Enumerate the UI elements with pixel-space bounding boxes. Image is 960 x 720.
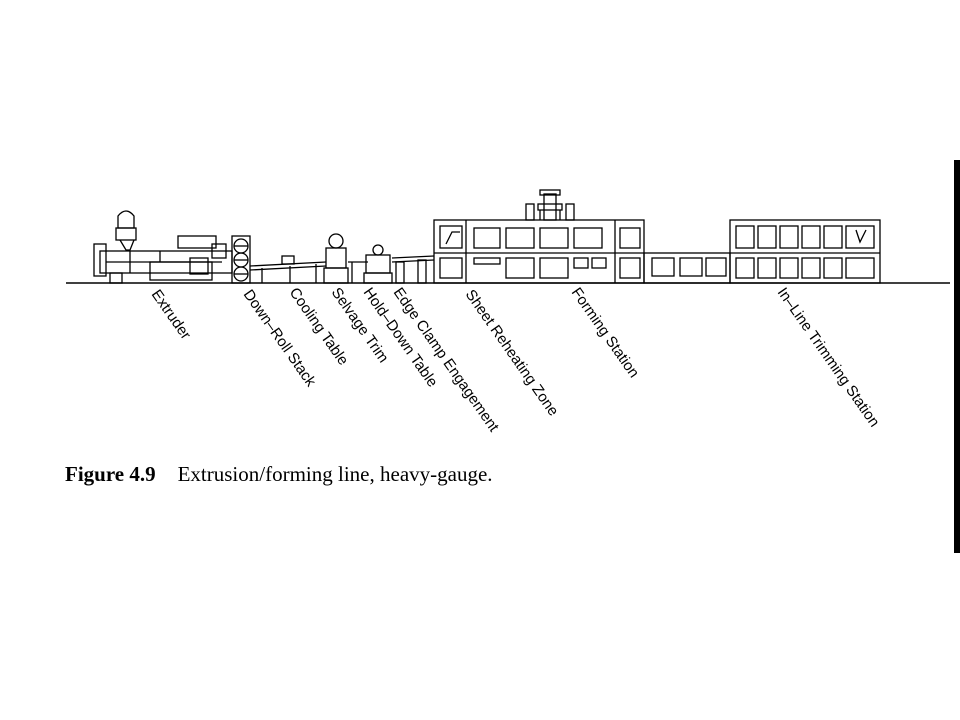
- label-forming-station: Forming Station: [568, 285, 643, 381]
- figure-caption: Figure 4.9 Extrusion/forming line, heavy-…: [65, 462, 493, 487]
- down-roll-stack-machine: [231, 235, 251, 284]
- extruder-machine: [93, 210, 233, 284]
- right-edge-bar: [954, 160, 960, 553]
- reheating-forming-housing: [433, 189, 645, 284]
- figure-caption-text: Extrusion/forming line, heavy-gauge.: [177, 462, 493, 486]
- connecting-conveyor: [643, 252, 731, 284]
- label-extruder: Extruder: [148, 287, 194, 343]
- figure-number: Figure 4.9: [65, 462, 156, 486]
- hold-down-table-machine: [348, 244, 393, 284]
- trimming-station-machine: [729, 219, 881, 284]
- edge-clamp-machine: [391, 255, 435, 284]
- label-trimming-station: In–Line Trimming Station: [774, 285, 883, 431]
- cooling-table-machine: [249, 255, 327, 283]
- selvage-trim-machine: [323, 233, 349, 284]
